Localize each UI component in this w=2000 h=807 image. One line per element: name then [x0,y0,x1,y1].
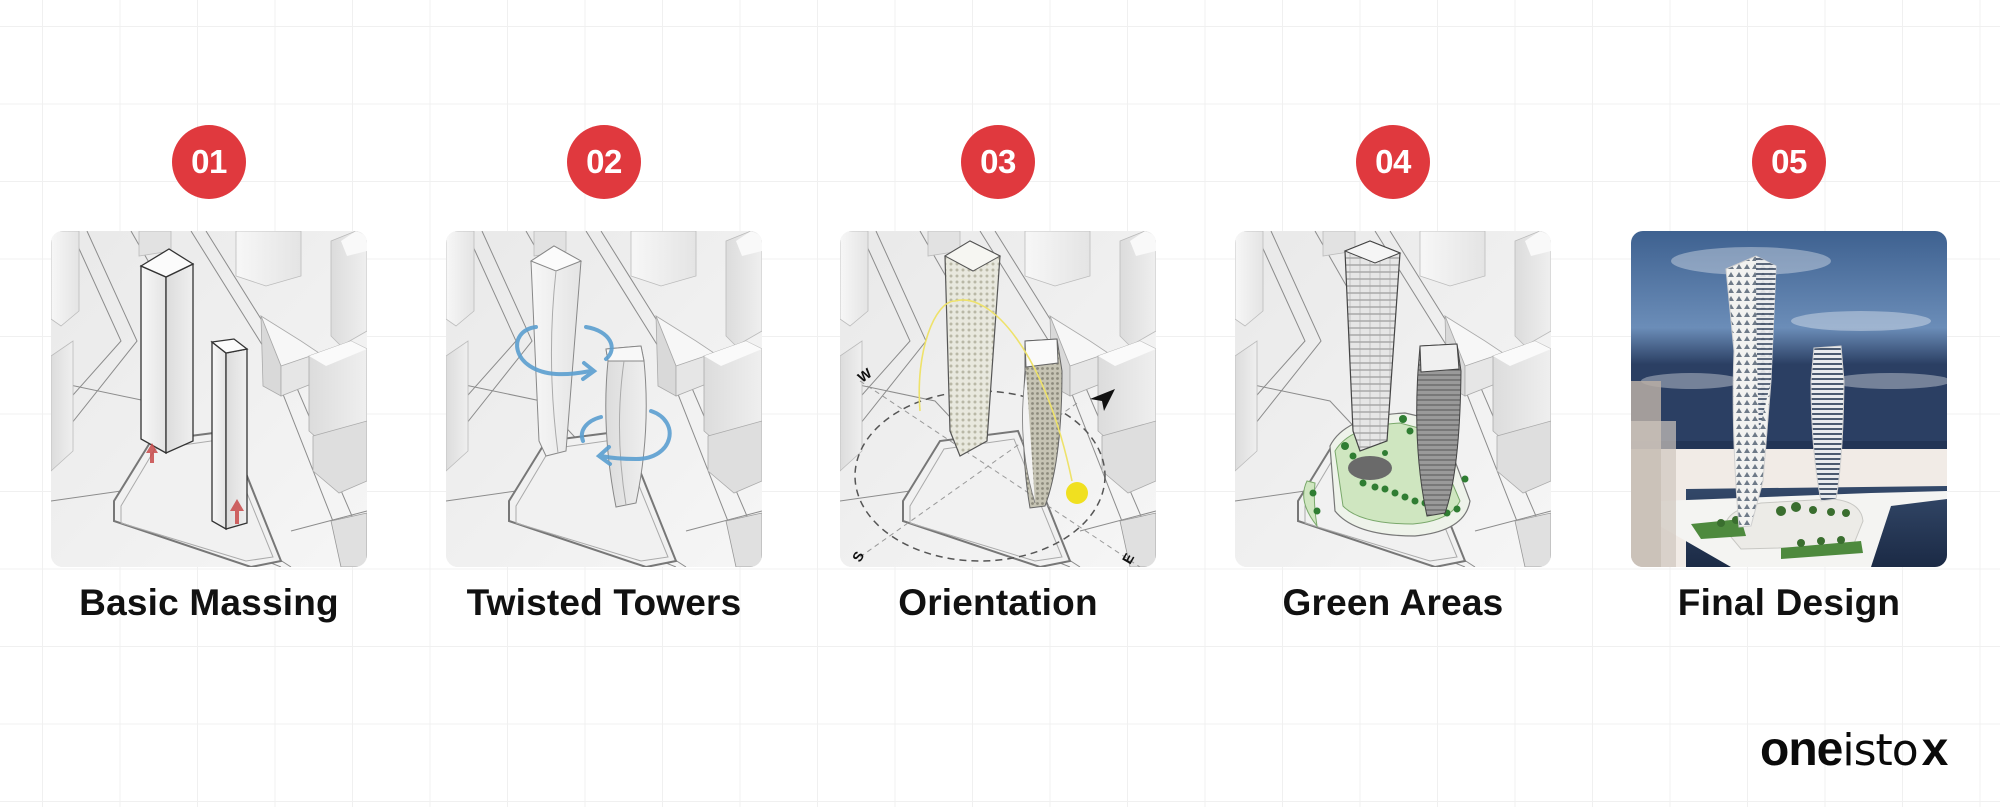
sun-icon [1066,482,1088,504]
final-render-illustration [1631,231,1947,567]
step-basic-massing: 01 Basic Massing [51,0,367,640]
twist-diagram-illustration [446,231,762,567]
logo-part-x: x [1921,723,1949,776]
step-number-badge: 04 [1356,125,1430,199]
rotate-arrow-icon [515,325,672,466]
green-areas-diagram-illustration [1235,231,1551,567]
step-number-badge: 01 [172,125,246,199]
step-title: Final Design [1677,582,1901,623]
logo-part-one: one [1760,723,1843,776]
step-orientation: 03 W S E Orientation [840,0,1156,640]
green-areas-diagram-image [1235,231,1551,567]
step-title: Basic Massing [79,582,339,623]
massing-diagram-illustration [51,231,367,567]
north-arrow-icon [1090,389,1115,411]
step-green-areas: 04 Green Areas [1235,0,1551,640]
logo-part-isto: isto [1842,725,1918,776]
step-title: Orientation [898,582,1098,623]
step-final-design: 05 [1631,0,1947,640]
twist-diagram-image [446,231,762,567]
step-number-badge: 05 [1752,125,1826,199]
step-twisted-towers: 02 Twisted Towers [446,0,762,640]
orientation-diagram-image: W S E [840,231,1156,567]
step-title: Green Areas [1282,582,1504,623]
step-title: Twisted Towers [466,582,742,623]
final-render-image [1631,231,1947,567]
step-number-badge: 03 [961,125,1035,199]
step-number-badge: 02 [567,125,641,199]
orientation-diagram-illustration: W S E [840,231,1156,567]
up-arrow-icon [146,443,244,524]
massing-diagram-image [51,231,367,567]
